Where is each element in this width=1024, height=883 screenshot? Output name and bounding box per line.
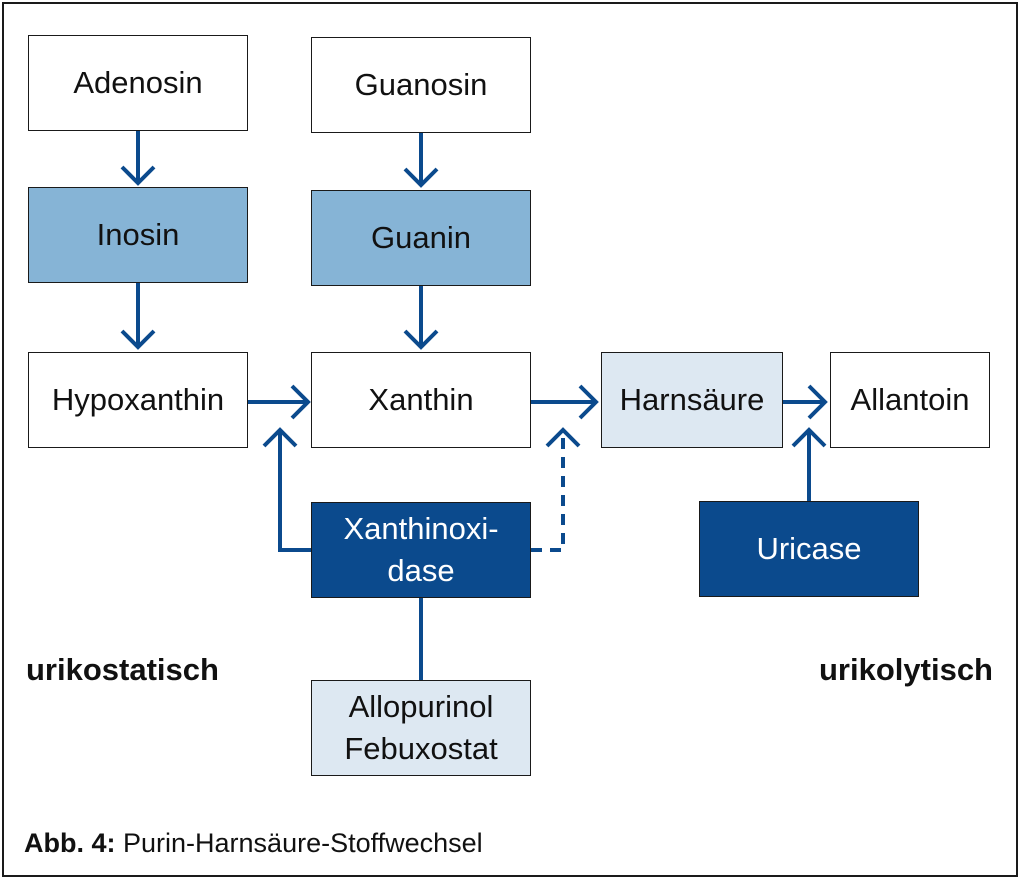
node-harnsaeure: Harnsäure bbox=[601, 352, 783, 448]
node-hypoxanthin: Hypoxanthin bbox=[28, 352, 248, 448]
caption-prefix: Abb. 4: bbox=[24, 828, 116, 858]
arrow-adenosin-inosin bbox=[120, 131, 156, 186]
arrow-guanin-xanthin bbox=[403, 286, 439, 350]
node-inosin: Inosin bbox=[28, 187, 248, 283]
arrow-uricase-allantoin bbox=[791, 427, 827, 501]
enzyme-uricase-label: Uricase bbox=[756, 531, 862, 566]
enzyme-xanthinoxidase: Xanthinoxi- dase bbox=[311, 502, 531, 598]
node-inhibitors: Allopurinol Febuxostat bbox=[311, 680, 531, 776]
inhibitor-febuxostat: Febuxostat bbox=[344, 731, 498, 766]
label-urikolytisch: urikolytisch bbox=[819, 652, 993, 687]
enzyme-xanthinoxidase-line1: Xanthinoxi- bbox=[343, 511, 499, 546]
node-guanosin-label: Guanosin bbox=[354, 67, 488, 102]
node-hypoxanthin-label: Hypoxanthin bbox=[51, 382, 225, 417]
node-harnsaeure-label: Harnsäure bbox=[619, 382, 765, 417]
node-xanthin-label: Xanthin bbox=[368, 382, 474, 417]
node-allantoin: Allantoin bbox=[830, 352, 990, 448]
arrow-xanthinoxidase-hypoxanthin bbox=[262, 427, 312, 552]
node-adenosin: Adenosin bbox=[28, 35, 248, 131]
label-urikostatisch: urikostatisch bbox=[26, 652, 219, 687]
node-inosin-label: Inosin bbox=[96, 217, 180, 252]
caption-text: Purin-Harnsäure-Stoffwechsel bbox=[123, 828, 483, 858]
arrow-xanthinoxidase-harnsaeure-dashed bbox=[531, 427, 581, 552]
enzyme-uricase: Uricase bbox=[699, 501, 919, 597]
figure-caption: Abb. 4: Purin-Harnsäure-Stoffwechsel bbox=[24, 828, 483, 859]
arrow-guanosin-guanin bbox=[403, 133, 439, 188]
node-guanin-label: Guanin bbox=[371, 220, 471, 255]
node-xanthin: Xanthin bbox=[311, 352, 531, 448]
arrow-xanthin-harnsaeure bbox=[531, 384, 599, 420]
node-adenosin-label: Adenosin bbox=[73, 65, 203, 100]
arrow-inosin-hypoxanthin bbox=[120, 283, 156, 350]
enzyme-xanthinoxidase-line2: dase bbox=[387, 553, 455, 588]
arrow-harnsaeure-allantoin bbox=[783, 384, 828, 420]
arrow-hypoxanthin-xanthin bbox=[248, 384, 311, 420]
node-guanosin: Guanosin bbox=[311, 37, 531, 133]
node-guanin: Guanin bbox=[311, 190, 531, 286]
inhibitor-allopurinol: Allopurinol bbox=[348, 689, 494, 724]
node-allantoin-label: Allantoin bbox=[850, 382, 970, 417]
